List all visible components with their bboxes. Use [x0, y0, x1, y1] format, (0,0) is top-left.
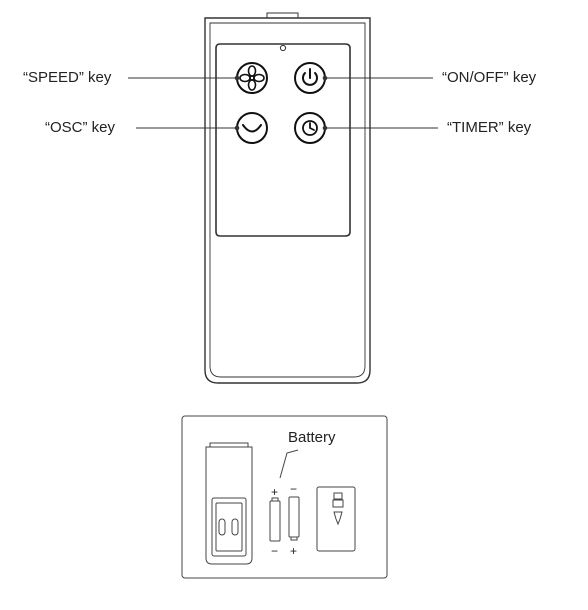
remote-control	[204, 12, 371, 384]
battery1-plus: +	[271, 485, 279, 499]
speed-key[interactable]	[236, 62, 268, 94]
onoff-key[interactable]	[294, 62, 326, 94]
battery1-minus: −	[271, 544, 279, 558]
clock-icon	[302, 120, 318, 136]
osc-key[interactable]	[236, 112, 268, 144]
battery-label: Battery	[288, 429, 336, 446]
battery-panel	[181, 415, 388, 579]
battery2-minus: −	[290, 482, 298, 496]
leader-lines	[128, 75, 438, 131]
timer-key[interactable]	[294, 112, 326, 144]
power-icon	[302, 68, 318, 86]
fan-icon	[239, 65, 265, 91]
onoff-key-label: “ON/OFF” key	[442, 69, 537, 86]
timer-key-label: “TIMER” key	[447, 119, 532, 136]
speed-key-label: “SPEED” key	[23, 69, 112, 86]
oscillation-icon	[242, 124, 262, 133]
osc-key-label: “OSC” key	[45, 119, 116, 136]
battery2-plus: +	[290, 544, 298, 558]
